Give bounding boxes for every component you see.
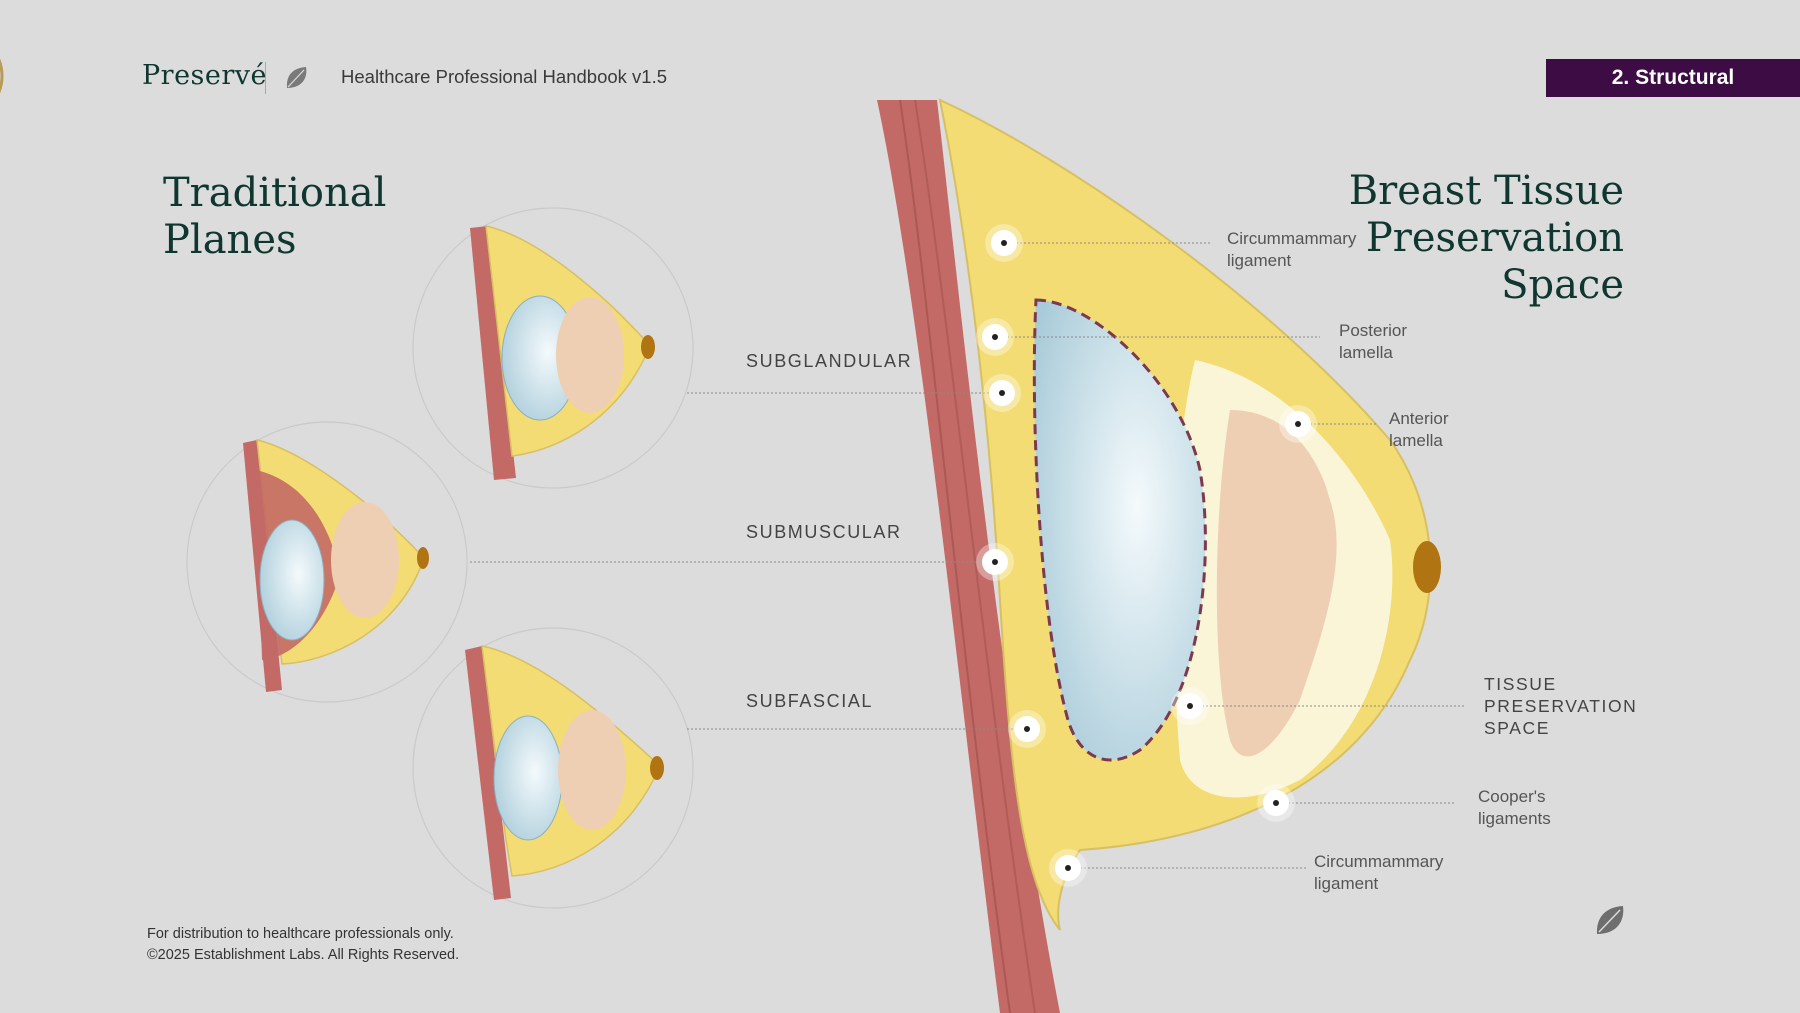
- label-submuscular: SUBMUSCULAR: [746, 522, 902, 542]
- brand-logo: Preservé: [142, 60, 268, 91]
- traditional-planes-title: Traditional Planes: [163, 170, 387, 263]
- subfascial-diagram: [412, 627, 694, 909]
- leaf-icon: [286, 67, 307, 88]
- tissue-preservation-title: Breast Tissue Preservation Space: [1348, 168, 1624, 308]
- leaf-icon: [1596, 906, 1624, 934]
- seal-logo-icon: [0, 58, 4, 94]
- label-subglandular: SUBGLANDULAR: [746, 351, 913, 371]
- submuscular-diagram: [186, 421, 468, 703]
- marker-dots: [976, 224, 1317, 887]
- header-divider: [265, 62, 266, 94]
- label-subfascial: SUBFASCIAL: [746, 691, 874, 711]
- large-cross-section: [877, 98, 1441, 1013]
- section-badge: 2. Structural: [1546, 59, 1800, 97]
- footer-disclaimer: For distribution to healthcare professio…: [147, 926, 460, 963]
- subglandular-diagram: [412, 207, 694, 489]
- handbook-title: Healthcare Professional Handbook v1.5: [341, 66, 667, 87]
